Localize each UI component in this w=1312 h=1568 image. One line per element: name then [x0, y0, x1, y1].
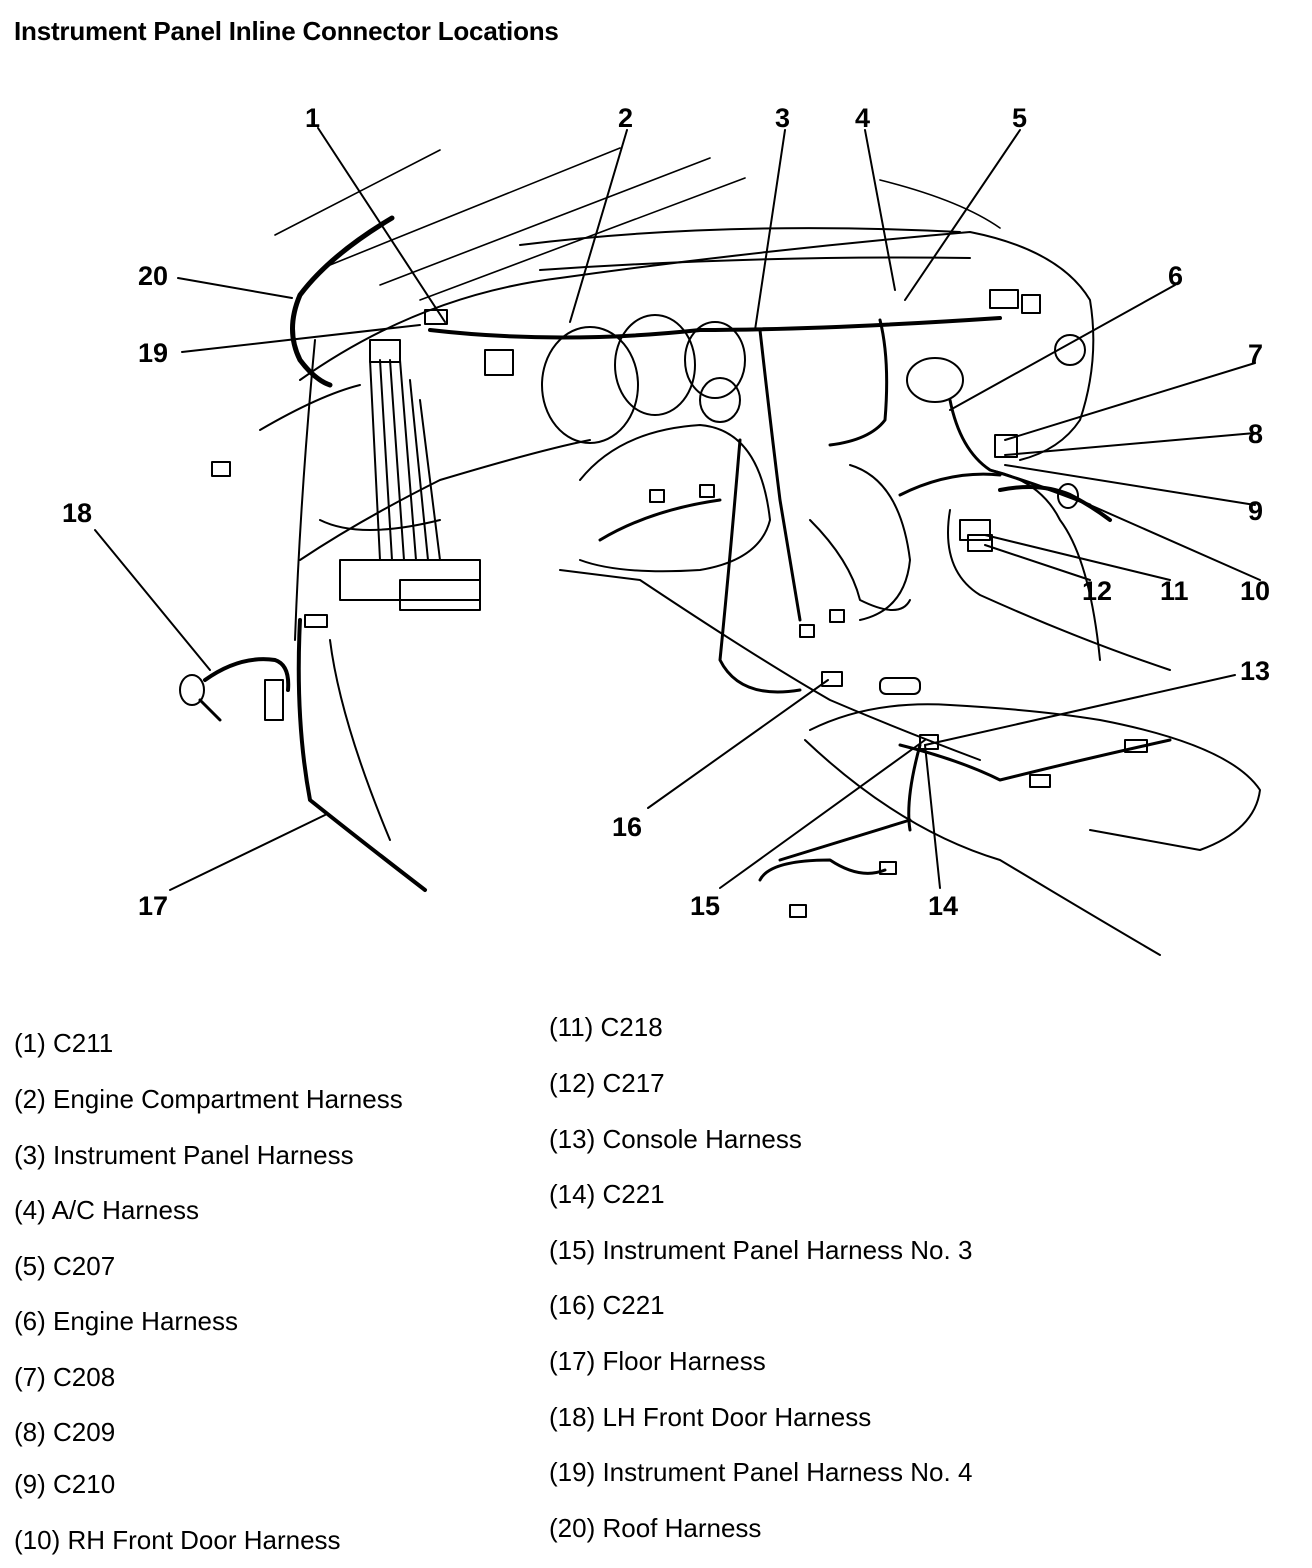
callout-14: 14	[928, 891, 958, 921]
callout-12: 12	[1082, 576, 1112, 606]
callout-5: 5	[1012, 103, 1027, 133]
callout-18: 18	[62, 498, 92, 528]
legend-item: (7) C208	[14, 1362, 116, 1392]
roof-harness	[290, 215, 395, 388]
legend-item: (17) Floor Harness	[549, 1346, 766, 1376]
console-harness	[758, 677, 1261, 956]
callout-11: 11	[1160, 576, 1189, 606]
legend-item: (10) RH Front Door Harness	[14, 1525, 341, 1555]
legend-item: (11) C218	[549, 1012, 663, 1042]
legend-item: (13) Console Harness	[549, 1124, 802, 1154]
callout-17: 17	[138, 891, 168, 921]
legend-item: (16) C221	[549, 1290, 665, 1320]
callout-7: 7	[1248, 339, 1263, 369]
instrument-panel-diagram: 1 2 3 4 5 6 7 8 9 10 11 12 13 14 15 16 1…	[62, 103, 1270, 956]
callout-2: 2	[618, 103, 633, 133]
callout-15: 15	[690, 891, 720, 921]
legend-item: (2) Engine Compartment Harness	[14, 1084, 403, 1114]
floor-harness	[296, 618, 427, 892]
dash-outline	[259, 227, 1171, 761]
callout-20: 20	[138, 261, 168, 291]
legend-item: (1) C211	[14, 1028, 114, 1058]
callout-4: 4	[855, 103, 870, 133]
instrument-cluster-gauges	[541, 314, 1086, 444]
callout-19: 19	[138, 338, 168, 368]
legend-item: (5) C207	[14, 1251, 116, 1281]
legend-item: (18) LH Front Door Harness	[549, 1402, 872, 1432]
fuse-block-wiring	[319, 359, 481, 611]
callout-1: 1	[305, 103, 320, 133]
legend-item: (19) Instrument Panel Harness No. 4	[549, 1457, 973, 1487]
page-title: Instrument Panel Inline Connector Locati…	[14, 16, 559, 46]
callout-9: 9	[1248, 496, 1263, 526]
callout-numbers: 1 2 3 4 5 6 7 8 9 10 11 12 13 14 15 16 1…	[62, 103, 1270, 921]
legend-item: (12) C217	[549, 1068, 665, 1098]
rh-front-door-harness	[998, 485, 1112, 522]
legend-item: (14) C221	[549, 1179, 665, 1209]
callout-8: 8	[1248, 419, 1263, 449]
legend-item: (20) Roof Harness	[549, 1513, 762, 1543]
instrument-panel-harness	[428, 316, 1092, 694]
callout-3: 3	[775, 103, 790, 133]
legend-item: (15) Instrument Panel Harness No. 3	[549, 1235, 973, 1265]
lh-front-door-harness	[203, 657, 291, 692]
callout-6: 6	[1168, 261, 1183, 291]
legend-item: (3) Instrument Panel Harness	[14, 1140, 354, 1170]
callout-13: 13	[1240, 656, 1270, 686]
legend-item: (6) Engine Harness	[14, 1306, 238, 1336]
legend-item: (4) A/C Harness	[14, 1195, 199, 1225]
legend-item: (8) C209	[14, 1417, 116, 1447]
callout-16: 16	[612, 812, 642, 842]
legend-item: (9) C210	[14, 1469, 116, 1499]
callout-10: 10	[1240, 576, 1270, 606]
leader-lines	[94, 127, 1261, 891]
connectors	[211, 289, 1148, 918]
